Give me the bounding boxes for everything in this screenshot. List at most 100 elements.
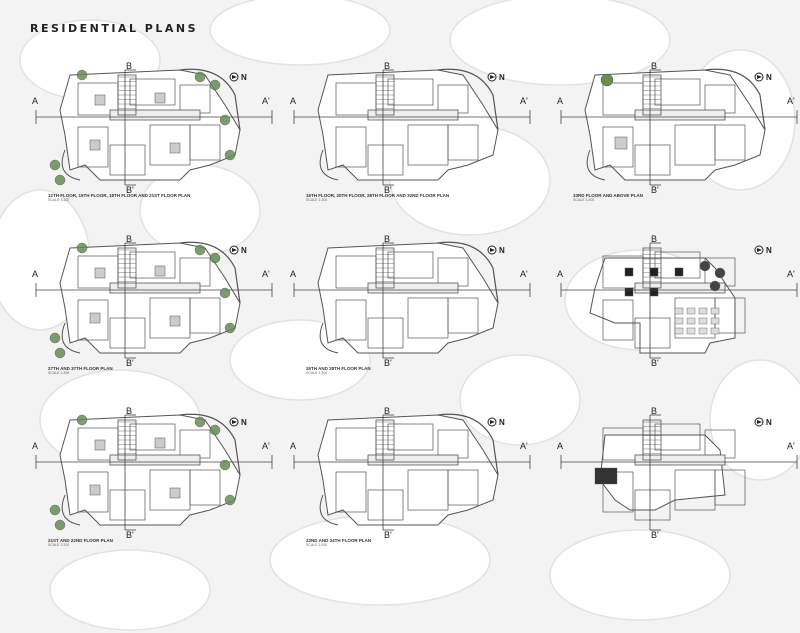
north-label: N	[499, 73, 505, 82]
north-label: N	[766, 418, 772, 427]
caption-scale: SCALE 1:200	[573, 198, 595, 202]
room	[335, 471, 367, 513]
corridor	[367, 454, 459, 466]
desk	[674, 327, 684, 335]
section-label-b: B	[651, 406, 657, 416]
section-label-b: B	[384, 61, 390, 71]
tree-icon	[209, 424, 221, 436]
workstation	[624, 267, 634, 277]
floor-plan-caption: 16TH FLOOR, 20TH FLOOR, 28TH FLOOR AND 3…	[306, 193, 449, 203]
curved-facade	[437, 241, 499, 304]
room	[634, 317, 671, 349]
room	[129, 423, 176, 451]
desk	[710, 327, 720, 335]
curved-facade	[704, 68, 766, 131]
room	[109, 144, 146, 176]
section-label-a: A	[32, 441, 38, 451]
workstation	[674, 267, 684, 277]
section-label-b: B	[384, 234, 390, 244]
tree-icon	[54, 519, 66, 531]
room	[387, 423, 434, 451]
room	[634, 489, 671, 521]
caption-text: 33RD FLOOR AND ABOVE PLAN	[573, 193, 643, 198]
caption-scale: SCALE 1:200	[306, 198, 328, 202]
corridor	[367, 282, 459, 294]
north-label: N	[499, 418, 505, 427]
furniture	[169, 487, 181, 499]
furniture	[94, 267, 106, 279]
room	[447, 469, 479, 506]
north-label: N	[766, 246, 772, 255]
tree-icon	[54, 174, 66, 186]
section-label-a-prime: A'	[262, 269, 270, 279]
desk	[710, 307, 720, 315]
room	[109, 489, 146, 521]
desk	[674, 317, 684, 325]
section-label-a: A	[32, 96, 38, 106]
room	[714, 124, 746, 161]
room	[335, 126, 367, 168]
corridor	[109, 109, 201, 121]
section-label-a: A	[557, 269, 563, 279]
furniture	[169, 142, 181, 154]
section-label-a-prime: A'	[520, 96, 528, 106]
floor-plan-caption: 12TH FLOOR, 15TH FLOOR, 18TH FLOOR AND 2…	[48, 193, 190, 203]
section-label-b: B	[651, 61, 657, 71]
section-label-a: A	[557, 441, 563, 451]
desk	[710, 317, 720, 325]
curved-facade	[179, 68, 241, 131]
section-label-b-prime: B'	[651, 358, 659, 368]
room	[654, 78, 701, 106]
room	[654, 423, 701, 451]
room	[367, 489, 404, 521]
tree-icon	[209, 79, 221, 91]
section-label-b: B	[384, 406, 390, 416]
floor-outline	[599, 434, 726, 511]
section-label-a-prime: A'	[262, 96, 270, 106]
tree-icon	[76, 414, 88, 426]
furniture	[154, 92, 166, 104]
tree-icon	[224, 322, 236, 334]
room	[602, 471, 634, 513]
section-label-b-prime: B'	[126, 358, 134, 368]
room	[447, 297, 479, 334]
room	[367, 317, 404, 349]
section-label-b-prime: B'	[384, 358, 392, 368]
room	[447, 124, 479, 161]
section-label-a-prime: A'	[262, 441, 270, 451]
caption-scale: SCALE 1:200	[306, 543, 328, 547]
section-label-a: A	[557, 96, 563, 106]
north-label: N	[499, 246, 505, 255]
caption-text: 26TH AND 28TH FLOOR PLAN	[306, 366, 371, 371]
section-label-a: A	[290, 269, 296, 279]
meeting-table	[709, 280, 721, 292]
plan-drawing	[317, 241, 499, 354]
corridor	[367, 109, 459, 121]
workstation	[649, 267, 659, 277]
caption-text: 22ND AND 24TH FLOOR PLAN	[306, 538, 372, 543]
caption-scale: SCALE 1:200	[48, 371, 70, 375]
section-label-a-prime: A'	[520, 269, 528, 279]
tree-icon	[49, 504, 61, 516]
room	[129, 78, 176, 106]
north-label: N	[241, 246, 247, 255]
section-label-a-prime: A'	[787, 96, 795, 106]
section-label-b-prime: B'	[651, 185, 659, 195]
tree-icon	[219, 114, 231, 126]
room	[189, 469, 221, 506]
tree-icon	[49, 159, 61, 171]
room	[189, 124, 221, 161]
tree-icon	[194, 416, 206, 428]
tree-icon	[54, 347, 66, 359]
curved-facade	[179, 241, 241, 304]
tree-icon	[76, 69, 88, 81]
room	[602, 126, 634, 168]
caption-scale: SCALE 1:200	[48, 198, 70, 202]
